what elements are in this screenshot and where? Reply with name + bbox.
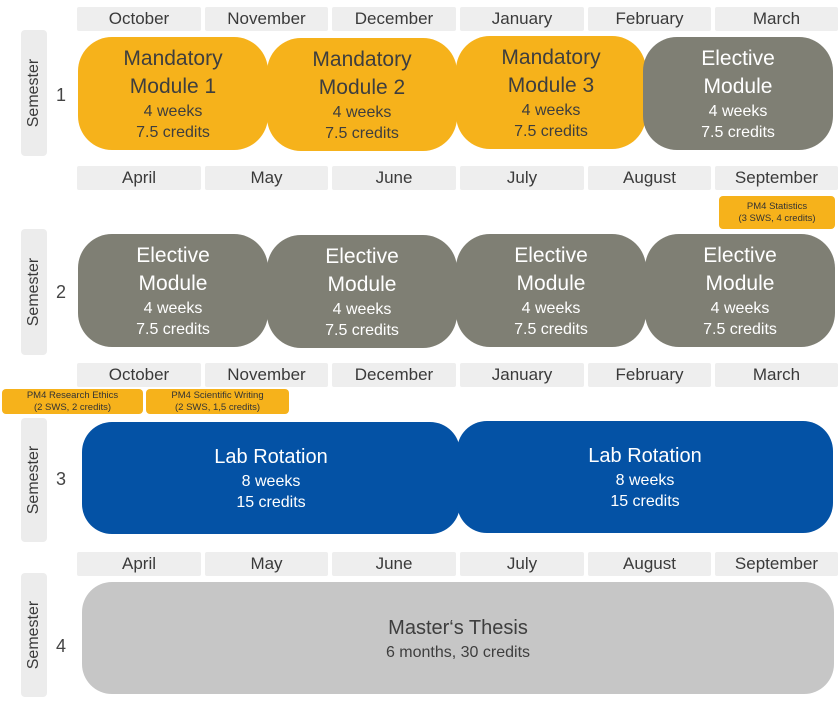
module-duration: 4 weeks — [143, 102, 203, 120]
month-label: November — [205, 363, 328, 387]
month-label: August — [588, 166, 711, 190]
pm4-scientific-writing-badge: PM4 Scientific Writing (2 SWS, 1,5 credi… — [146, 389, 289, 414]
month-label: December — [332, 363, 456, 387]
module-duration: 4 weeks — [521, 101, 581, 119]
module-title: Mandatory — [312, 47, 412, 71]
month-label: March — [715, 7, 838, 31]
module-title: Module — [138, 271, 208, 295]
pm4-statistics-badge: PM4 Statistics (3 SWS, 4 credits) — [719, 196, 835, 229]
module-title: Module — [703, 74, 773, 98]
month-label: April — [77, 166, 201, 190]
module-credits: 7.5 credits — [136, 123, 210, 141]
month-label: February — [588, 363, 711, 387]
mandatory-module-1: Mandatory Module 1 4 weeks 7.5 credits — [78, 37, 268, 150]
module-title: Elective — [703, 243, 777, 267]
month-label: June — [332, 166, 456, 190]
month-label: October — [77, 363, 201, 387]
module-title: Module 3 — [507, 73, 595, 97]
month-label: June — [332, 552, 456, 576]
month-label: May — [205, 552, 328, 576]
module-title: Elective — [514, 243, 588, 267]
module-duration: 4 weeks — [710, 299, 770, 317]
module-title: Module — [705, 271, 775, 295]
semester-number: 2 — [55, 282, 66, 302]
semester-label: Semester — [21, 229, 47, 355]
module-credits: 15 credits — [236, 494, 306, 511]
module-credits: 7.5 credits — [703, 320, 777, 338]
month-label: September — [715, 166, 838, 190]
module-duration: 4 weeks — [332, 300, 392, 318]
month-label: January — [460, 7, 584, 31]
semester-label: Semester — [21, 30, 47, 156]
pm4-research-ethics-badge: PM4 Research Ethics (2 SWS, 2 credits) — [2, 389, 143, 414]
month-label: March — [715, 363, 838, 387]
module-title: Mandatory — [123, 46, 223, 70]
elective-module: Elective Module 4 weeks 7.5 credits — [78, 234, 268, 347]
month-label: January — [460, 363, 584, 387]
module-credits: 7.5 credits — [701, 123, 775, 141]
module-credits: 7.5 credits — [514, 320, 588, 338]
month-label: September — [715, 552, 838, 576]
module-credits: 7.5 credits — [136, 320, 210, 338]
month-label: April — [77, 552, 201, 576]
masters-thesis-block: Master‘s Thesis 6 months, 30 credits — [82, 582, 834, 694]
month-label: December — [332, 7, 456, 31]
module-duration: 4 weeks — [521, 299, 581, 317]
month-label: February — [588, 7, 711, 31]
elective-module: Elective Module 4 weeks 7.5 credits — [267, 235, 457, 348]
month-label: November — [205, 7, 328, 31]
module-title: Module — [327, 272, 397, 296]
module-title: Elective — [136, 243, 210, 267]
module-duration: 4 weeks — [143, 299, 203, 317]
month-label: July — [460, 552, 584, 576]
lab-rotation-2: Lab Rotation 8 weeks 15 credits — [457, 421, 833, 533]
elective-module: Elective Module 4 weeks 7.5 credits — [643, 37, 833, 150]
semester-label: Semester — [21, 418, 47, 542]
thesis-details: 6 months, 30 credits — [385, 643, 531, 661]
module-title: Module 2 — [318, 75, 406, 99]
elective-module: Elective Module 4 weeks 7.5 credits — [645, 234, 835, 347]
module-title: Lab Rotation — [588, 445, 702, 467]
module-title: Elective — [325, 244, 399, 268]
month-label: July — [460, 166, 584, 190]
module-credits: 7.5 credits — [325, 321, 399, 339]
module-duration: 8 weeks — [241, 473, 301, 490]
module-credits: 7.5 credits — [325, 124, 399, 142]
module-title: Lab Rotation — [214, 446, 328, 468]
thesis-title: Master‘s Thesis — [388, 616, 528, 639]
module-credits: 7.5 credits — [514, 122, 588, 140]
mandatory-module-2: Mandatory Module 2 4 weeks 7.5 credits — [267, 38, 457, 151]
module-duration: 4 weeks — [708, 102, 768, 120]
module-duration: 8 weeks — [615, 472, 675, 489]
module-title: Module 1 — [129, 74, 217, 98]
semester-number: 3 — [55, 469, 66, 489]
month-label: August — [588, 552, 711, 576]
module-duration: 4 weeks — [332, 103, 392, 121]
module-title: Elective — [701, 46, 775, 70]
semester-number: 1 — [55, 85, 66, 105]
month-label: October — [77, 7, 201, 31]
mandatory-module-3: Mandatory Module 3 4 weeks 7.5 credits — [456, 36, 646, 149]
semester-number: 4 — [55, 636, 66, 656]
module-title: Module — [516, 271, 586, 295]
month-label: May — [205, 166, 328, 190]
lab-rotation-1: Lab Rotation 8 weeks 15 credits — [82, 422, 460, 534]
elective-module: Elective Module 4 weeks 7.5 credits — [456, 234, 646, 347]
module-title: Mandatory — [501, 45, 601, 69]
semester-label: Semester — [21, 573, 47, 697]
module-credits: 15 credits — [610, 493, 680, 510]
